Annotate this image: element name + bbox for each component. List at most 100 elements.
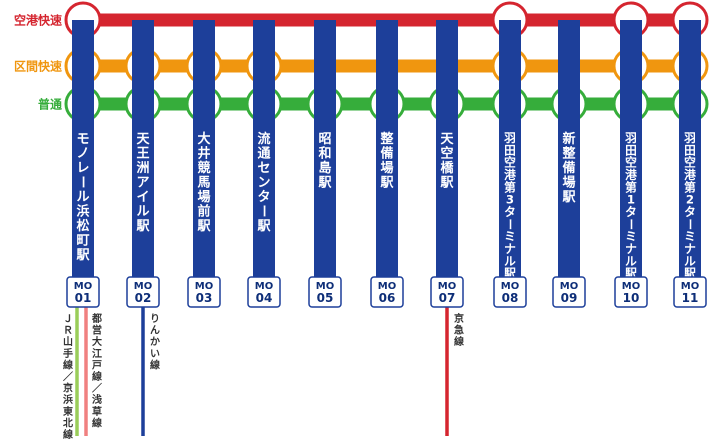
connection-label-char: 山 bbox=[63, 335, 73, 348]
station-name-char: 空 bbox=[684, 156, 696, 170]
station-name-char: ル bbox=[504, 254, 516, 268]
station-name-char: 整 bbox=[379, 131, 394, 147]
station-code-badge bbox=[430, 276, 464, 308]
station-code-number: 06 bbox=[379, 291, 396, 305]
station-name-char: ノ bbox=[76, 147, 89, 162]
station-name-char: 王 bbox=[136, 147, 149, 162]
station-name-char: 駅 bbox=[75, 248, 90, 263]
connection-label-char: り bbox=[150, 313, 160, 325]
connection-label-char: Ｒ bbox=[63, 325, 73, 337]
station-column-bar bbox=[376, 20, 398, 300]
station-name-char: 3 bbox=[506, 193, 514, 207]
station-name-char: ル bbox=[136, 205, 149, 220]
station-name-char: 備 bbox=[380, 146, 393, 162]
station-name-char: 昭 bbox=[318, 132, 331, 147]
station-column-bar bbox=[620, 20, 642, 300]
connection-label-char: 急 bbox=[454, 324, 464, 337]
station-name-char: 洲 bbox=[136, 161, 149, 176]
station-code-badge bbox=[126, 276, 160, 308]
station-name-char: ル bbox=[625, 254, 637, 268]
station-column-bar bbox=[132, 20, 154, 300]
service-label-section_rapid: 区間快速 bbox=[14, 59, 62, 74]
station-name-char: タ bbox=[504, 205, 516, 219]
station-name-char: ル bbox=[684, 254, 696, 268]
station-name-char: 港 bbox=[504, 168, 516, 182]
station-column-bar bbox=[193, 20, 215, 300]
station-name-char: タ bbox=[625, 205, 637, 219]
connection-label-char: ／ bbox=[63, 370, 73, 383]
station-name-char: 天 bbox=[136, 132, 150, 147]
station-code-number: 07 bbox=[439, 291, 456, 305]
station-name-char: ー bbox=[624, 218, 638, 230]
station-name-char: 空 bbox=[504, 156, 516, 170]
station-column-bar bbox=[679, 20, 701, 300]
station-name-char: 2 bbox=[686, 193, 694, 207]
station-name-char: ナ bbox=[504, 242, 516, 256]
connection-label-char: い bbox=[150, 349, 160, 360]
station-name-char: 港 bbox=[625, 168, 637, 182]
station-name-char: 場 bbox=[197, 189, 210, 205]
station-name-char: 田 bbox=[504, 143, 516, 157]
station-column-bar bbox=[72, 20, 94, 300]
connection-label-char: 浅 bbox=[92, 393, 102, 406]
station-name-char: 浜 bbox=[76, 204, 89, 220]
station-name-char: ー bbox=[255, 204, 270, 217]
station-code-prefix: MO bbox=[560, 281, 578, 292]
station-columns: モノレール浜松町駅MO01天王洲アイル駅MO02大井競馬場前駅MO03流通センタ… bbox=[66, 20, 707, 308]
station-column-bar bbox=[558, 20, 580, 300]
station-name-char: タ bbox=[684, 205, 696, 219]
station-name-char: ナ bbox=[625, 242, 637, 256]
station-name-char: ー bbox=[683, 218, 697, 230]
connection-label-char: 線 bbox=[92, 370, 102, 383]
service-label-local: 普通 bbox=[38, 97, 62, 112]
station-name-char: 駅 bbox=[196, 219, 211, 234]
station-name-char: 競 bbox=[197, 160, 210, 176]
station-code-prefix: MO bbox=[378, 281, 396, 292]
station-code-number: 03 bbox=[196, 291, 213, 305]
station-name-char: 駅 bbox=[135, 219, 150, 234]
connection-label-char: 線 bbox=[63, 428, 73, 439]
connection-label-char: Ｊ bbox=[63, 313, 73, 325]
connection-label-char: 線 bbox=[454, 335, 464, 348]
connection-label-char: 京 bbox=[63, 382, 73, 395]
station-code-badge bbox=[673, 276, 707, 308]
station-name-char: イ bbox=[136, 190, 149, 205]
station-name-char: 空 bbox=[440, 146, 453, 162]
station-code-prefix: MO bbox=[501, 281, 519, 292]
station-name-char: ア bbox=[136, 176, 149, 191]
station-name-char: 空 bbox=[625, 156, 637, 170]
connection-label-char: 北 bbox=[63, 416, 73, 429]
station-code-number: 08 bbox=[502, 291, 519, 305]
station-name-char: ミ bbox=[684, 230, 696, 244]
connection-label-char: か bbox=[150, 336, 160, 348]
station-name-char: 羽 bbox=[625, 131, 637, 145]
station-name-char: ミ bbox=[625, 230, 637, 244]
station-code-prefix: MO bbox=[316, 281, 334, 292]
station-code-badge bbox=[247, 276, 281, 308]
station-name-char: 第 bbox=[684, 180, 696, 194]
station-name-char: 羽 bbox=[684, 131, 696, 145]
station-column-bar bbox=[436, 20, 458, 300]
station-code-number: 02 bbox=[135, 291, 152, 305]
connection-label-char: 線 bbox=[63, 358, 73, 371]
station-code-prefix: MO bbox=[255, 281, 273, 292]
station-name-char: 町 bbox=[76, 234, 89, 249]
station-code-prefix: MO bbox=[438, 281, 456, 292]
